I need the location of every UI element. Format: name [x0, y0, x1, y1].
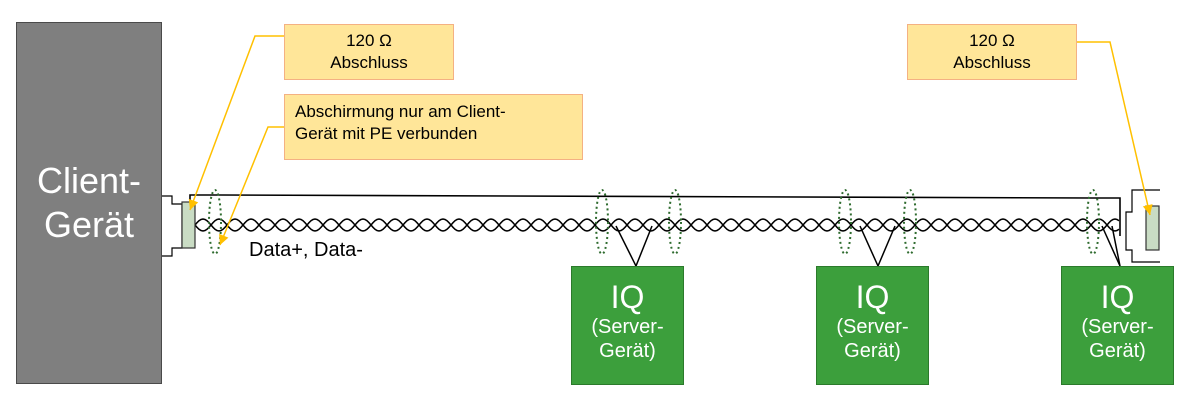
termination-callout-left: 120 Ω Abschluss: [284, 24, 454, 80]
server-device-title: IQ: [610, 279, 645, 315]
shield-ellipse: [838, 189, 852, 255]
end-connector: [1125, 189, 1160, 263]
server-drop-line: [877, 225, 896, 267]
server-drop-line: [1111, 225, 1121, 267]
shield-ellipse: [1086, 189, 1100, 255]
server-device-3: IQ (Server- Gerät): [1061, 266, 1174, 385]
shield-callout: Abschirmung nur am Client- Gerät mit PE …: [284, 94, 583, 160]
shield-ellipse: [903, 189, 917, 255]
client-device: Client- Gerät: [16, 22, 162, 384]
shield-ellipse: [208, 189, 222, 255]
server-device-title: IQ: [1100, 279, 1135, 315]
server-device-title: IQ: [855, 279, 890, 315]
server-drop-line: [635, 225, 653, 267]
arrow-shield-head: [219, 233, 229, 245]
arrow-termination-right: [1077, 41, 1151, 216]
server-drop-line: [1101, 225, 1121, 267]
arrow-shield: [219, 126, 284, 246]
server-device-2: IQ (Server- Gerät): [816, 266, 929, 385]
arrow-termination-right-head: [1142, 204, 1153, 215]
data-plus-wire: [194, 218, 1120, 232]
wiring-layer: [162, 189, 1160, 267]
shield-ellipse: [668, 189, 682, 255]
client-connector: [162, 195, 183, 257]
server-device-subtitle: (Server- Gerät): [591, 316, 664, 362]
server-device-subtitle: (Server- Gerät): [836, 316, 909, 362]
arrow-termination-left: [189, 35, 284, 211]
server-drop-line: [859, 225, 879, 267]
shield-ellipses: [208, 189, 1100, 255]
termination-resistor-right: [1145, 205, 1160, 251]
termination-callout-right: 120 Ω Abschluss: [907, 24, 1077, 80]
server-drop-line: [615, 225, 637, 267]
server-device-1: IQ (Server- Gerät): [571, 266, 684, 385]
data-minus-wire: [194, 218, 1120, 232]
arrow-termination-left-head: [188, 198, 199, 210]
client-device-label: Client- Gerät: [36, 160, 142, 245]
server-device-subtitle: (Server- Gerät): [1081, 316, 1154, 362]
shield-ellipse: [595, 189, 609, 255]
termination-resistor-left: [181, 201, 196, 249]
callout-arrows: [188, 35, 1153, 246]
bus-data-label: Data+, Data-: [249, 239, 363, 261]
